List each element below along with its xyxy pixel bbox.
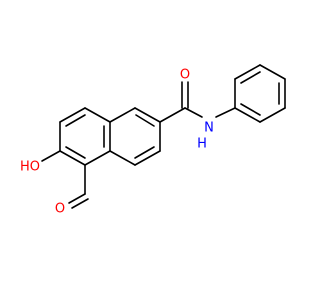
c-o-bond <box>41 150 61 162</box>
double-bond-inner <box>135 114 155 127</box>
bond <box>134 107 161 123</box>
naphthalene-left-ring <box>59 107 111 166</box>
bond <box>59 107 86 123</box>
structure-canvas: O N H HO O <box>20 64 286 217</box>
bond <box>84 150 111 166</box>
double-bond-inner <box>240 103 261 116</box>
carbonyl-bond-1 <box>68 193 86 204</box>
atom-labels: O N H HO O <box>20 68 214 217</box>
double-bond-inner <box>240 71 261 84</box>
amide-oxygen-label: O <box>180 68 190 83</box>
amide-nitrogen-label: N <box>204 121 214 136</box>
hydroxyl-group <box>41 150 61 162</box>
bond <box>234 107 261 123</box>
bond <box>259 107 286 123</box>
bond <box>134 150 161 166</box>
aldehyde-oxygen-label: O <box>55 202 65 217</box>
amide-group <box>159 81 236 123</box>
double-bond-inner <box>134 146 155 159</box>
aldehyde-group <box>68 164 89 209</box>
bond <box>84 107 111 123</box>
amide-hydrogen-label: H <box>197 137 207 152</box>
double-bond-inner <box>65 146 86 159</box>
bond <box>109 107 136 123</box>
bond <box>159 107 186 123</box>
n-phenyl-bond <box>215 107 236 118</box>
bond <box>109 150 136 166</box>
bond <box>59 150 86 166</box>
naphthalene-right-ring <box>109 107 161 166</box>
hydroxyl-label: HO <box>20 160 40 175</box>
phenyl-ring <box>234 64 286 123</box>
double-bond-inner <box>65 114 86 127</box>
carbonyl-bond-2 <box>71 198 89 209</box>
bond <box>234 64 261 80</box>
amide-cn-bond <box>184 107 203 118</box>
bond <box>259 64 286 80</box>
